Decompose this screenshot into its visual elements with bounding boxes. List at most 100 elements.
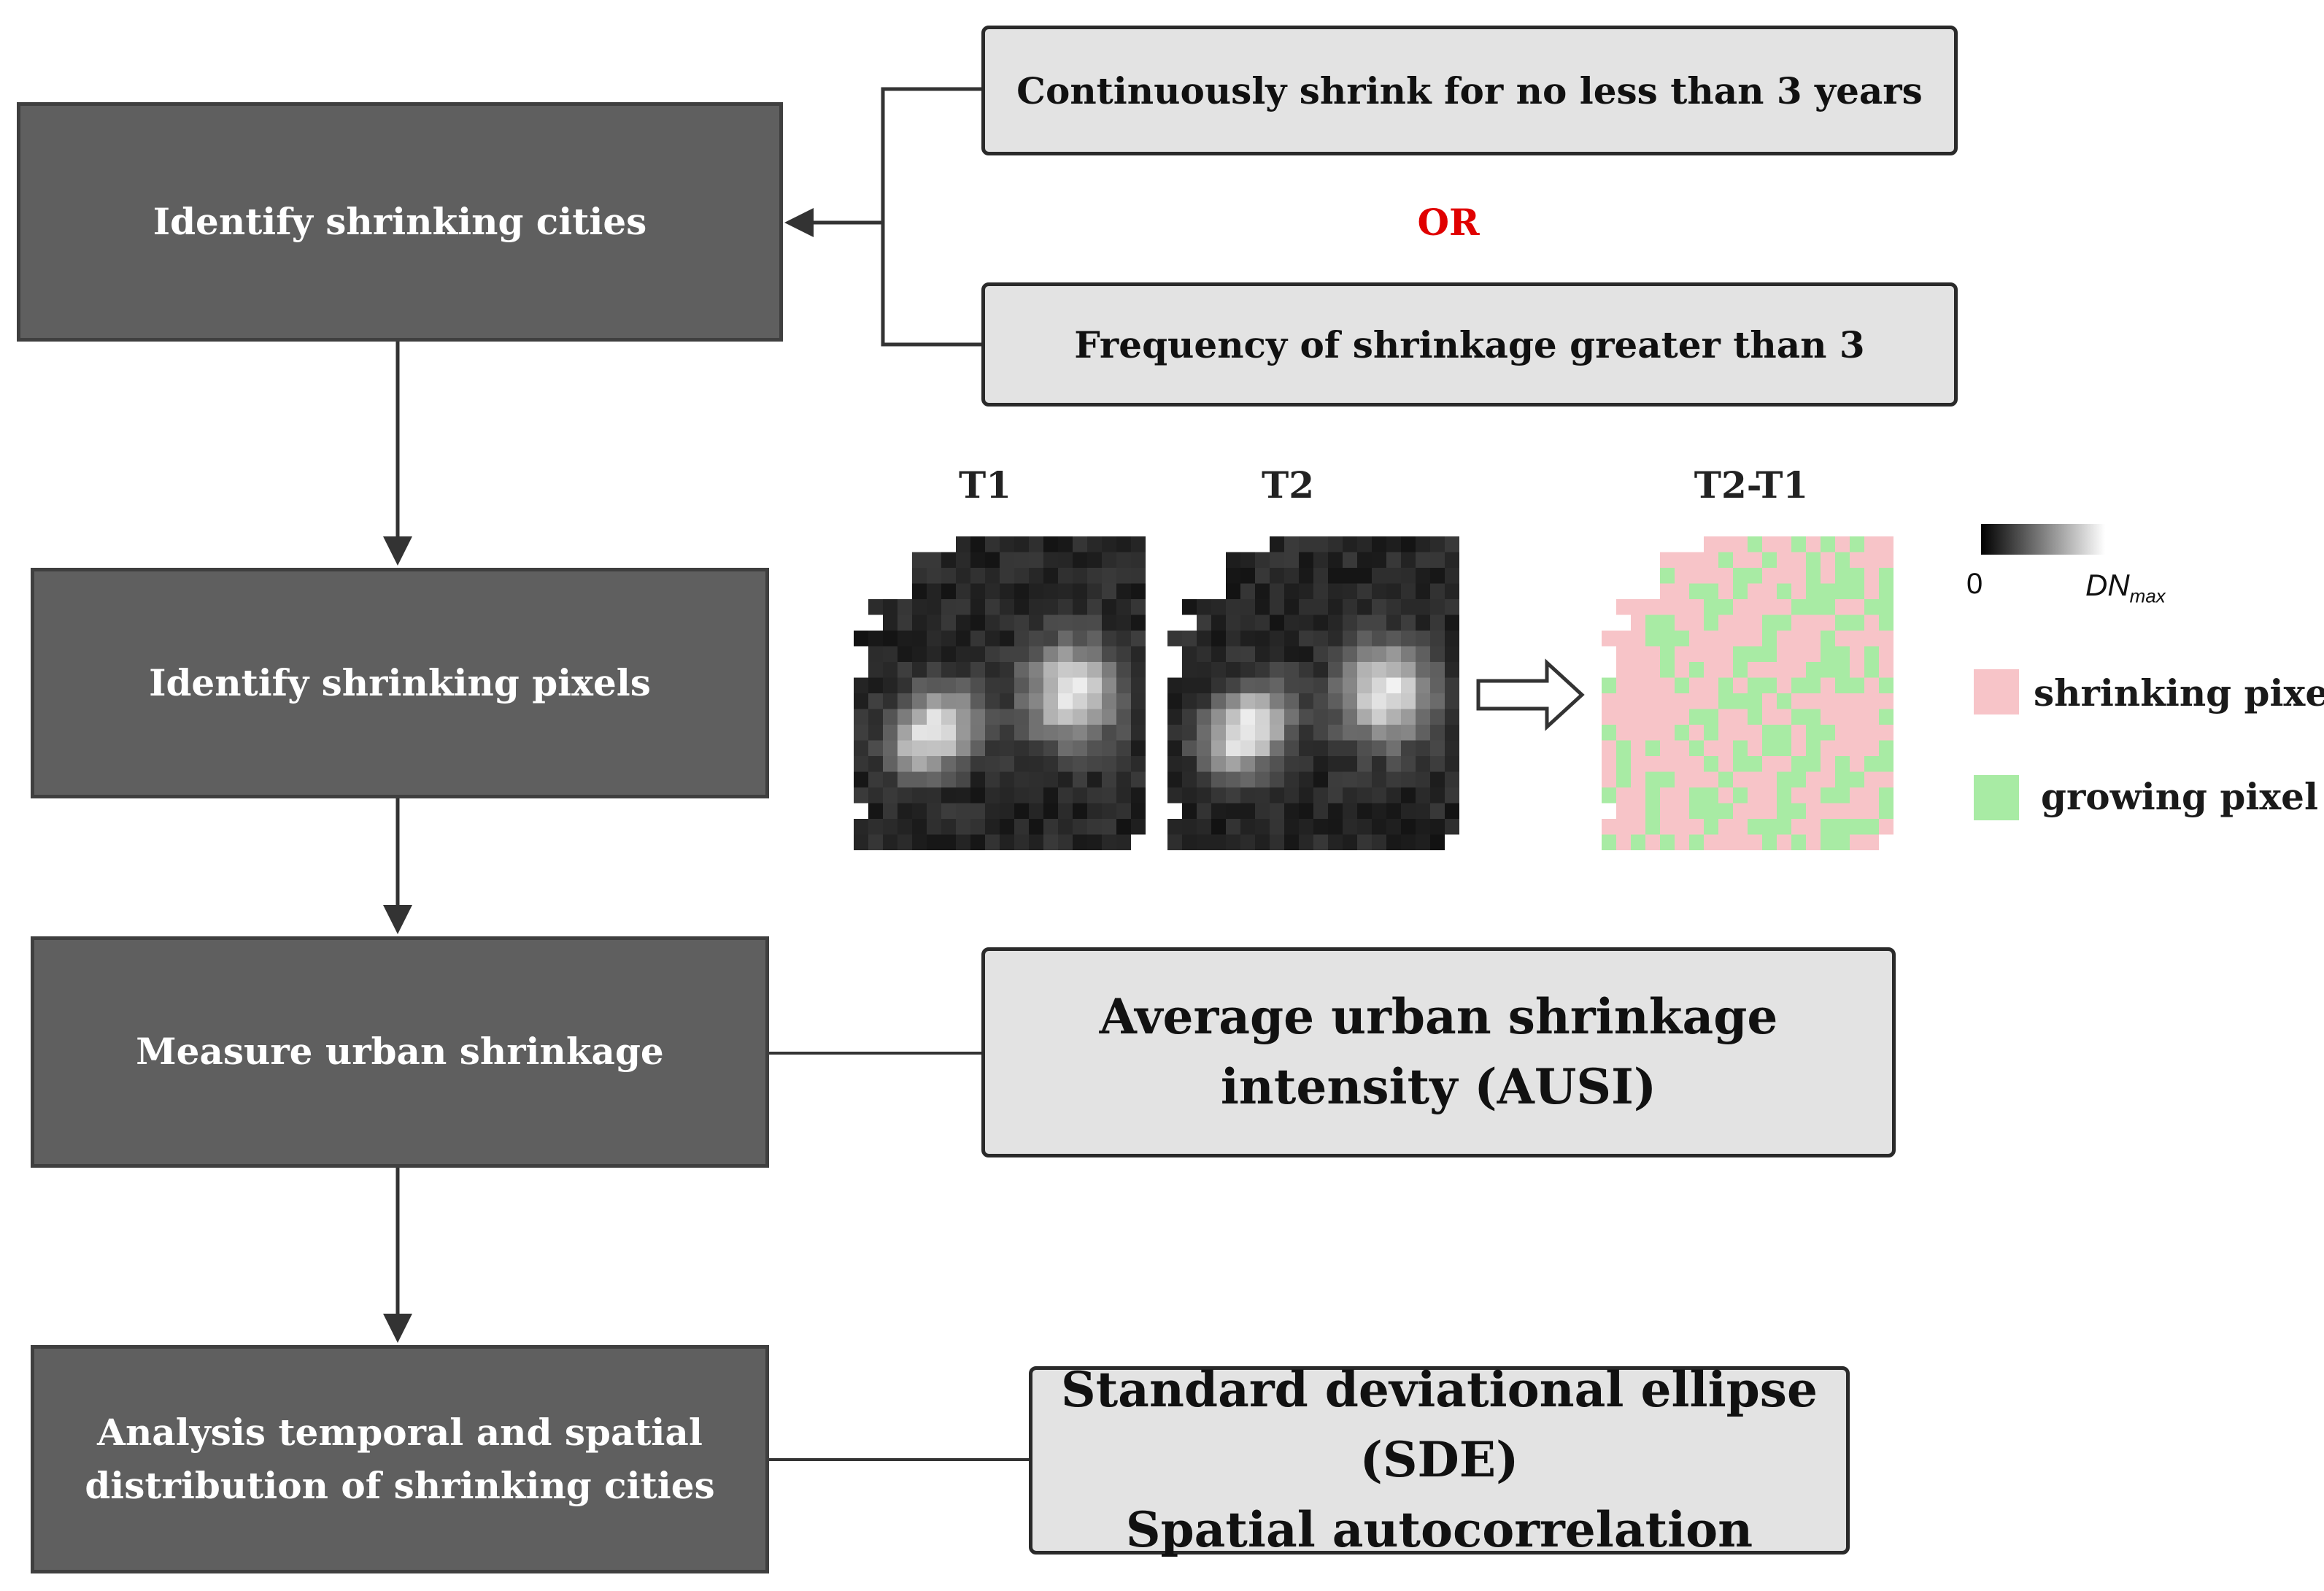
pixel-cell xyxy=(1806,677,1821,694)
pixel-cell xyxy=(1821,599,1836,615)
pixel-cell xyxy=(1386,662,1402,678)
pixel-cell xyxy=(1733,693,1748,709)
pixel-cell xyxy=(1182,536,1197,552)
pixel-cell xyxy=(1372,631,1387,647)
pixel-cell xyxy=(1616,552,1632,569)
pixel-cell xyxy=(897,834,913,850)
pixel-cell xyxy=(1748,709,1763,725)
pixel-cell xyxy=(1014,709,1030,725)
pixel-cell xyxy=(1762,583,1777,600)
pixel-cell xyxy=(1116,631,1132,647)
pixel-cell xyxy=(1343,834,1358,850)
pixel-cell xyxy=(1240,756,1256,772)
pixel-cell xyxy=(912,787,927,804)
pixel-cell xyxy=(868,756,884,772)
pixel-cell xyxy=(1645,771,1661,788)
pixel-cell xyxy=(883,803,898,820)
pixel-cell xyxy=(1689,631,1705,647)
pixel-cell xyxy=(1372,677,1387,694)
pixel-cell xyxy=(1791,552,1807,569)
pixel-cell xyxy=(1240,787,1256,804)
pixel-cell xyxy=(1087,740,1103,757)
pixel-cell xyxy=(1835,756,1850,772)
pixel-cell xyxy=(1000,819,1015,835)
pixel-cell xyxy=(1430,803,1445,820)
pixel-cell xyxy=(970,803,986,820)
pixel-cell xyxy=(1704,631,1719,647)
pixel-cell xyxy=(1386,693,1402,709)
pixel-cell xyxy=(1313,662,1329,678)
pixel-cell xyxy=(1240,536,1256,552)
pixel-cell xyxy=(1430,599,1445,615)
pixel-cell xyxy=(1197,803,1212,820)
pixel-cell xyxy=(1029,646,1044,663)
pixel-cell xyxy=(1102,583,1117,600)
pixel-cell xyxy=(1602,662,1617,678)
pixel-cell xyxy=(1660,803,1675,820)
pixel-cell xyxy=(1226,631,1241,647)
pixel-cell xyxy=(1197,552,1212,569)
pixel-cell xyxy=(854,552,869,569)
pixel-cell xyxy=(1762,693,1777,709)
pixel-cell xyxy=(1328,756,1343,772)
pixel-cell xyxy=(1445,615,1459,631)
pixel-cell xyxy=(1416,552,1431,569)
pixel-cell xyxy=(1762,725,1777,741)
pixel-cell xyxy=(1058,568,1073,584)
pixel-cell xyxy=(1733,709,1748,725)
pixel-cell xyxy=(1211,646,1227,663)
pixel-cell xyxy=(897,693,913,709)
pixel-cell xyxy=(1616,631,1632,647)
pixel-cell xyxy=(927,552,942,569)
pixel-cell xyxy=(1762,552,1777,569)
pixel-cell xyxy=(1777,819,1792,835)
pixel-cell xyxy=(1255,803,1270,820)
pixel-cell xyxy=(1029,771,1044,788)
pixel-cell xyxy=(956,536,971,552)
pixel-cell xyxy=(868,631,884,647)
pixel-cell xyxy=(1718,709,1734,725)
pixel-cell xyxy=(1879,693,1893,709)
pixel-cell xyxy=(897,615,913,631)
pixel-cell xyxy=(1660,771,1675,788)
pixel-cell xyxy=(970,725,986,741)
pixel-cell xyxy=(868,740,884,757)
pixel-cell xyxy=(1645,819,1661,835)
pixel-cell xyxy=(1131,756,1146,772)
pixel-cell xyxy=(1240,583,1256,600)
pixel-cell xyxy=(1864,615,1880,631)
pixel-cell xyxy=(1879,740,1893,757)
pixel-cell xyxy=(1675,552,1690,569)
pixel-cell xyxy=(1660,834,1675,850)
pixel-cell xyxy=(1043,599,1059,615)
pixel-cell xyxy=(897,631,913,647)
pixel-cell xyxy=(868,771,884,788)
pixel-cell xyxy=(1043,803,1059,820)
pixel-cell xyxy=(1102,756,1117,772)
pixel-cell xyxy=(1835,536,1850,552)
pixel-cell xyxy=(1777,583,1792,600)
pixel-cell xyxy=(854,740,869,757)
pixel-cell xyxy=(941,662,957,678)
pixel-cell xyxy=(1835,693,1850,709)
pixel-cell xyxy=(1777,756,1792,772)
pixel-cell xyxy=(1616,615,1632,631)
pixel-cell xyxy=(1748,771,1763,788)
pixel-cell xyxy=(1372,615,1387,631)
pixel-cell xyxy=(1043,677,1059,694)
pixel-cell xyxy=(985,803,1000,820)
diff-label: T2-T1 xyxy=(1694,463,1809,506)
pixel-cell xyxy=(1704,646,1719,663)
pixel-cell xyxy=(956,599,971,615)
pixel-cell xyxy=(1197,662,1212,678)
pixel-cell xyxy=(970,693,986,709)
pixel-cell xyxy=(897,740,913,757)
pixel-cell xyxy=(1131,631,1146,647)
pixel-cell xyxy=(1182,725,1197,741)
pixel-cell xyxy=(1058,709,1073,725)
pixel-cell xyxy=(1240,819,1256,835)
pixel-cell xyxy=(868,834,884,850)
pixel-cell xyxy=(1284,615,1300,631)
pixel-cell xyxy=(1284,536,1300,552)
pixel-cell xyxy=(1850,568,1865,584)
